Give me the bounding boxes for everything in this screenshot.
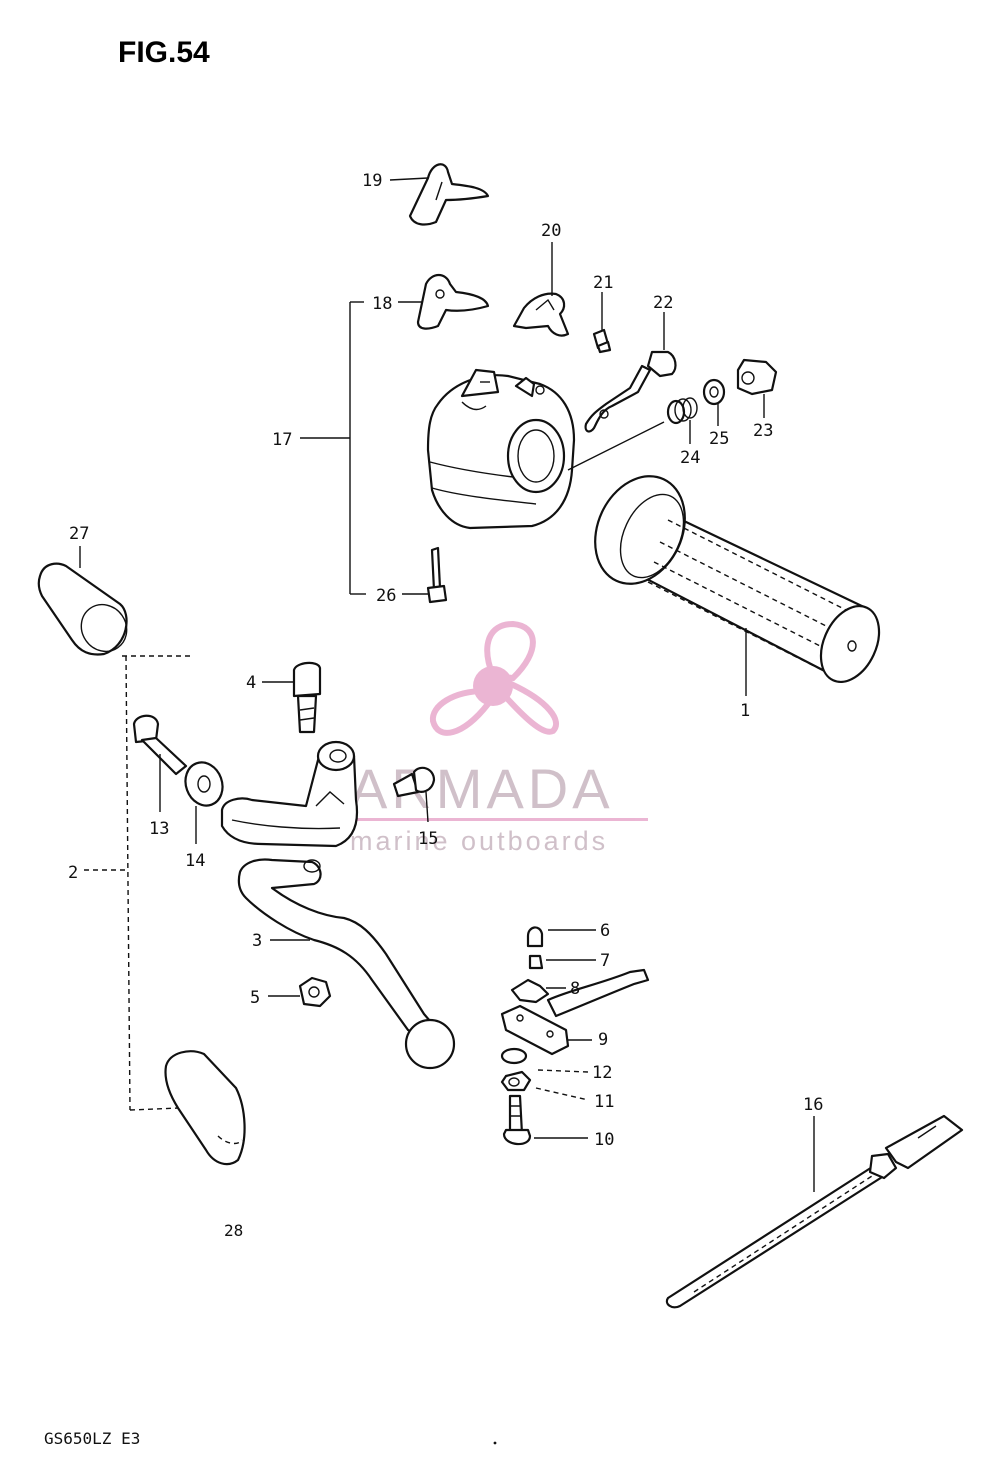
part-7-bush bbox=[528, 954, 596, 970]
callout-8: 8 bbox=[570, 979, 580, 999]
part-8-cable bbox=[510, 968, 650, 1018]
callout-17: 17 bbox=[272, 430, 292, 450]
model-code: GS650LZ E3 bbox=[44, 1429, 140, 1448]
part-6-cap bbox=[526, 926, 596, 948]
figure-title: FIG.54 bbox=[118, 36, 210, 69]
part-18-cap bbox=[398, 273, 490, 330]
part-13-bolt bbox=[132, 714, 188, 812]
part-25-washer bbox=[702, 378, 726, 426]
callout-labels: 1 2 3 4 5 6 7 8 9 10 11 12 13 14 15 16 1… bbox=[68, 171, 823, 1150]
watermark-tagline: marine outboards bbox=[350, 826, 608, 856]
part-14-washer bbox=[184, 761, 224, 844]
callout-24: 24 bbox=[680, 448, 700, 468]
callout-14: 14 bbox=[185, 851, 205, 871]
stray-dot bbox=[493, 1441, 497, 1445]
callout-27: 27 bbox=[69, 524, 89, 544]
callout-7: 7 bbox=[600, 951, 610, 971]
part-17-throttle-housing bbox=[426, 368, 576, 530]
callout-25: 25 bbox=[709, 429, 729, 449]
callout-6: 6 bbox=[600, 921, 610, 941]
part-22-lever bbox=[584, 312, 677, 433]
watermark-brand: ARMADA bbox=[350, 757, 614, 820]
part-2-lever-holder bbox=[220, 740, 359, 848]
part-24-spring bbox=[666, 397, 698, 444]
callout-9: 9 bbox=[598, 1030, 608, 1050]
callout-3: 3 bbox=[252, 931, 262, 951]
callout-19: 19 bbox=[362, 171, 382, 191]
callout-23: 23 bbox=[753, 421, 773, 441]
part-21-screw bbox=[592, 292, 612, 354]
part-9-bracket bbox=[500, 1004, 592, 1056]
callout-11: 11 bbox=[594, 1092, 614, 1112]
part-1-handle-grip bbox=[594, 475, 881, 696]
part-28-boot bbox=[164, 1050, 246, 1166]
part-23-adjuster bbox=[736, 358, 778, 418]
assembly-2-bracket bbox=[84, 655, 190, 1111]
callout-22: 22 bbox=[653, 293, 673, 313]
assembly-17-bracket bbox=[300, 301, 428, 595]
part-10-bolt bbox=[502, 1094, 588, 1146]
part-11-nut bbox=[500, 1070, 589, 1101]
part-27-cover bbox=[37, 546, 128, 656]
part-12-washer bbox=[500, 1047, 589, 1073]
part-5-nut bbox=[268, 976, 332, 1008]
callout-12: 12 bbox=[592, 1063, 612, 1083]
callout-13: 13 bbox=[149, 819, 169, 839]
part-26-screw bbox=[426, 546, 448, 604]
callout-15: 15 bbox=[418, 829, 438, 849]
propeller-logo-icon bbox=[429, 620, 559, 736]
part-16-cable-tie bbox=[665, 1114, 964, 1309]
callout-16: 16 bbox=[803, 1095, 823, 1115]
callout-5: 5 bbox=[250, 988, 260, 1008]
watermark: ARMADA marine outboards bbox=[350, 620, 648, 856]
callout-10: 10 bbox=[594, 1130, 614, 1150]
part-3-clutch-lever bbox=[237, 858, 456, 1070]
stray-mark: 28 bbox=[224, 1221, 243, 1240]
callout-26: 26 bbox=[376, 586, 396, 606]
callout-1: 1 bbox=[740, 701, 750, 721]
callout-2: 2 bbox=[68, 863, 78, 883]
part-20-cap bbox=[512, 242, 570, 337]
callout-18: 18 bbox=[372, 294, 392, 314]
callout-21: 21 bbox=[593, 273, 613, 293]
callout-4: 4 bbox=[246, 673, 256, 693]
part-19-cap bbox=[389, 163, 490, 226]
callout-20: 20 bbox=[541, 221, 561, 241]
part-15-screw bbox=[392, 766, 436, 823]
part-4-bolt bbox=[262, 661, 322, 734]
